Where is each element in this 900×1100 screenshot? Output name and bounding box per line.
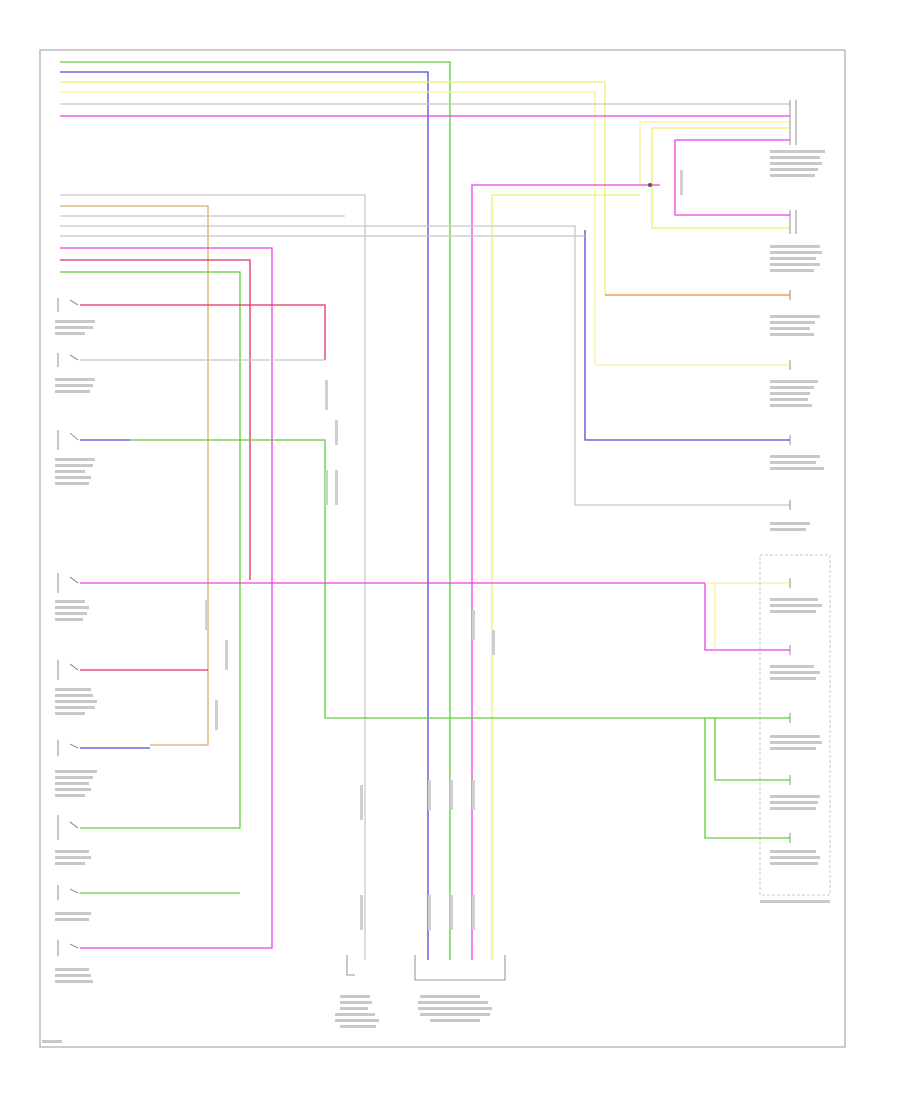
wire-tags: [205, 170, 683, 930]
switch-labels: [55, 320, 97, 983]
upper-right-module: [471, 121, 790, 960]
wire-lh-red: [60, 259, 251, 580]
wire-top-green: [60, 61, 451, 960]
top-harness: [60, 61, 790, 960]
module-box: [759, 554, 831, 896]
wire-ur-gray: [574, 225, 790, 506]
wire-lh-magenta: [60, 247, 273, 949]
bottom-labels: [335, 995, 492, 1028]
lower-right-module: [704, 554, 831, 896]
bottom-connectors: [346, 955, 506, 981]
left-switches: [55, 298, 790, 983]
wire-lr-green3: [714, 718, 790, 781]
component-labels: [760, 150, 830, 903]
wire-sw1-red: [80, 304, 326, 360]
wire-ur-blue: [584, 230, 790, 441]
left-harness: [60, 194, 585, 960]
wire-sw3-green: [130, 439, 705, 719]
wire-top-lightyellow: [60, 91, 790, 366]
footer-code-mark: [42, 1040, 62, 1043]
wire-sw4-magenta: [80, 582, 790, 651]
wire-ur-lightyellow: [639, 121, 790, 185]
diagram-frame: [39, 49, 846, 1048]
connector-stubs: [789, 100, 797, 843]
wire-ur-magenta-down: [471, 184, 660, 960]
wire-lr-green2: [704, 718, 790, 839]
wire-lh-tan: [60, 205, 209, 746]
wire-top-blue: [60, 71, 429, 960]
wire-ur-yellow: [651, 127, 790, 229]
wire-lh-green: [60, 271, 241, 829]
splice-point: [648, 183, 652, 187]
wire-top-yellow: [60, 81, 606, 295]
wire-ur-magenta: [674, 139, 790, 216]
wire-ur-yellow-down: [491, 194, 640, 960]
wire-lh-gray1: [60, 194, 366, 960]
switch-symbols: [57, 298, 79, 956]
